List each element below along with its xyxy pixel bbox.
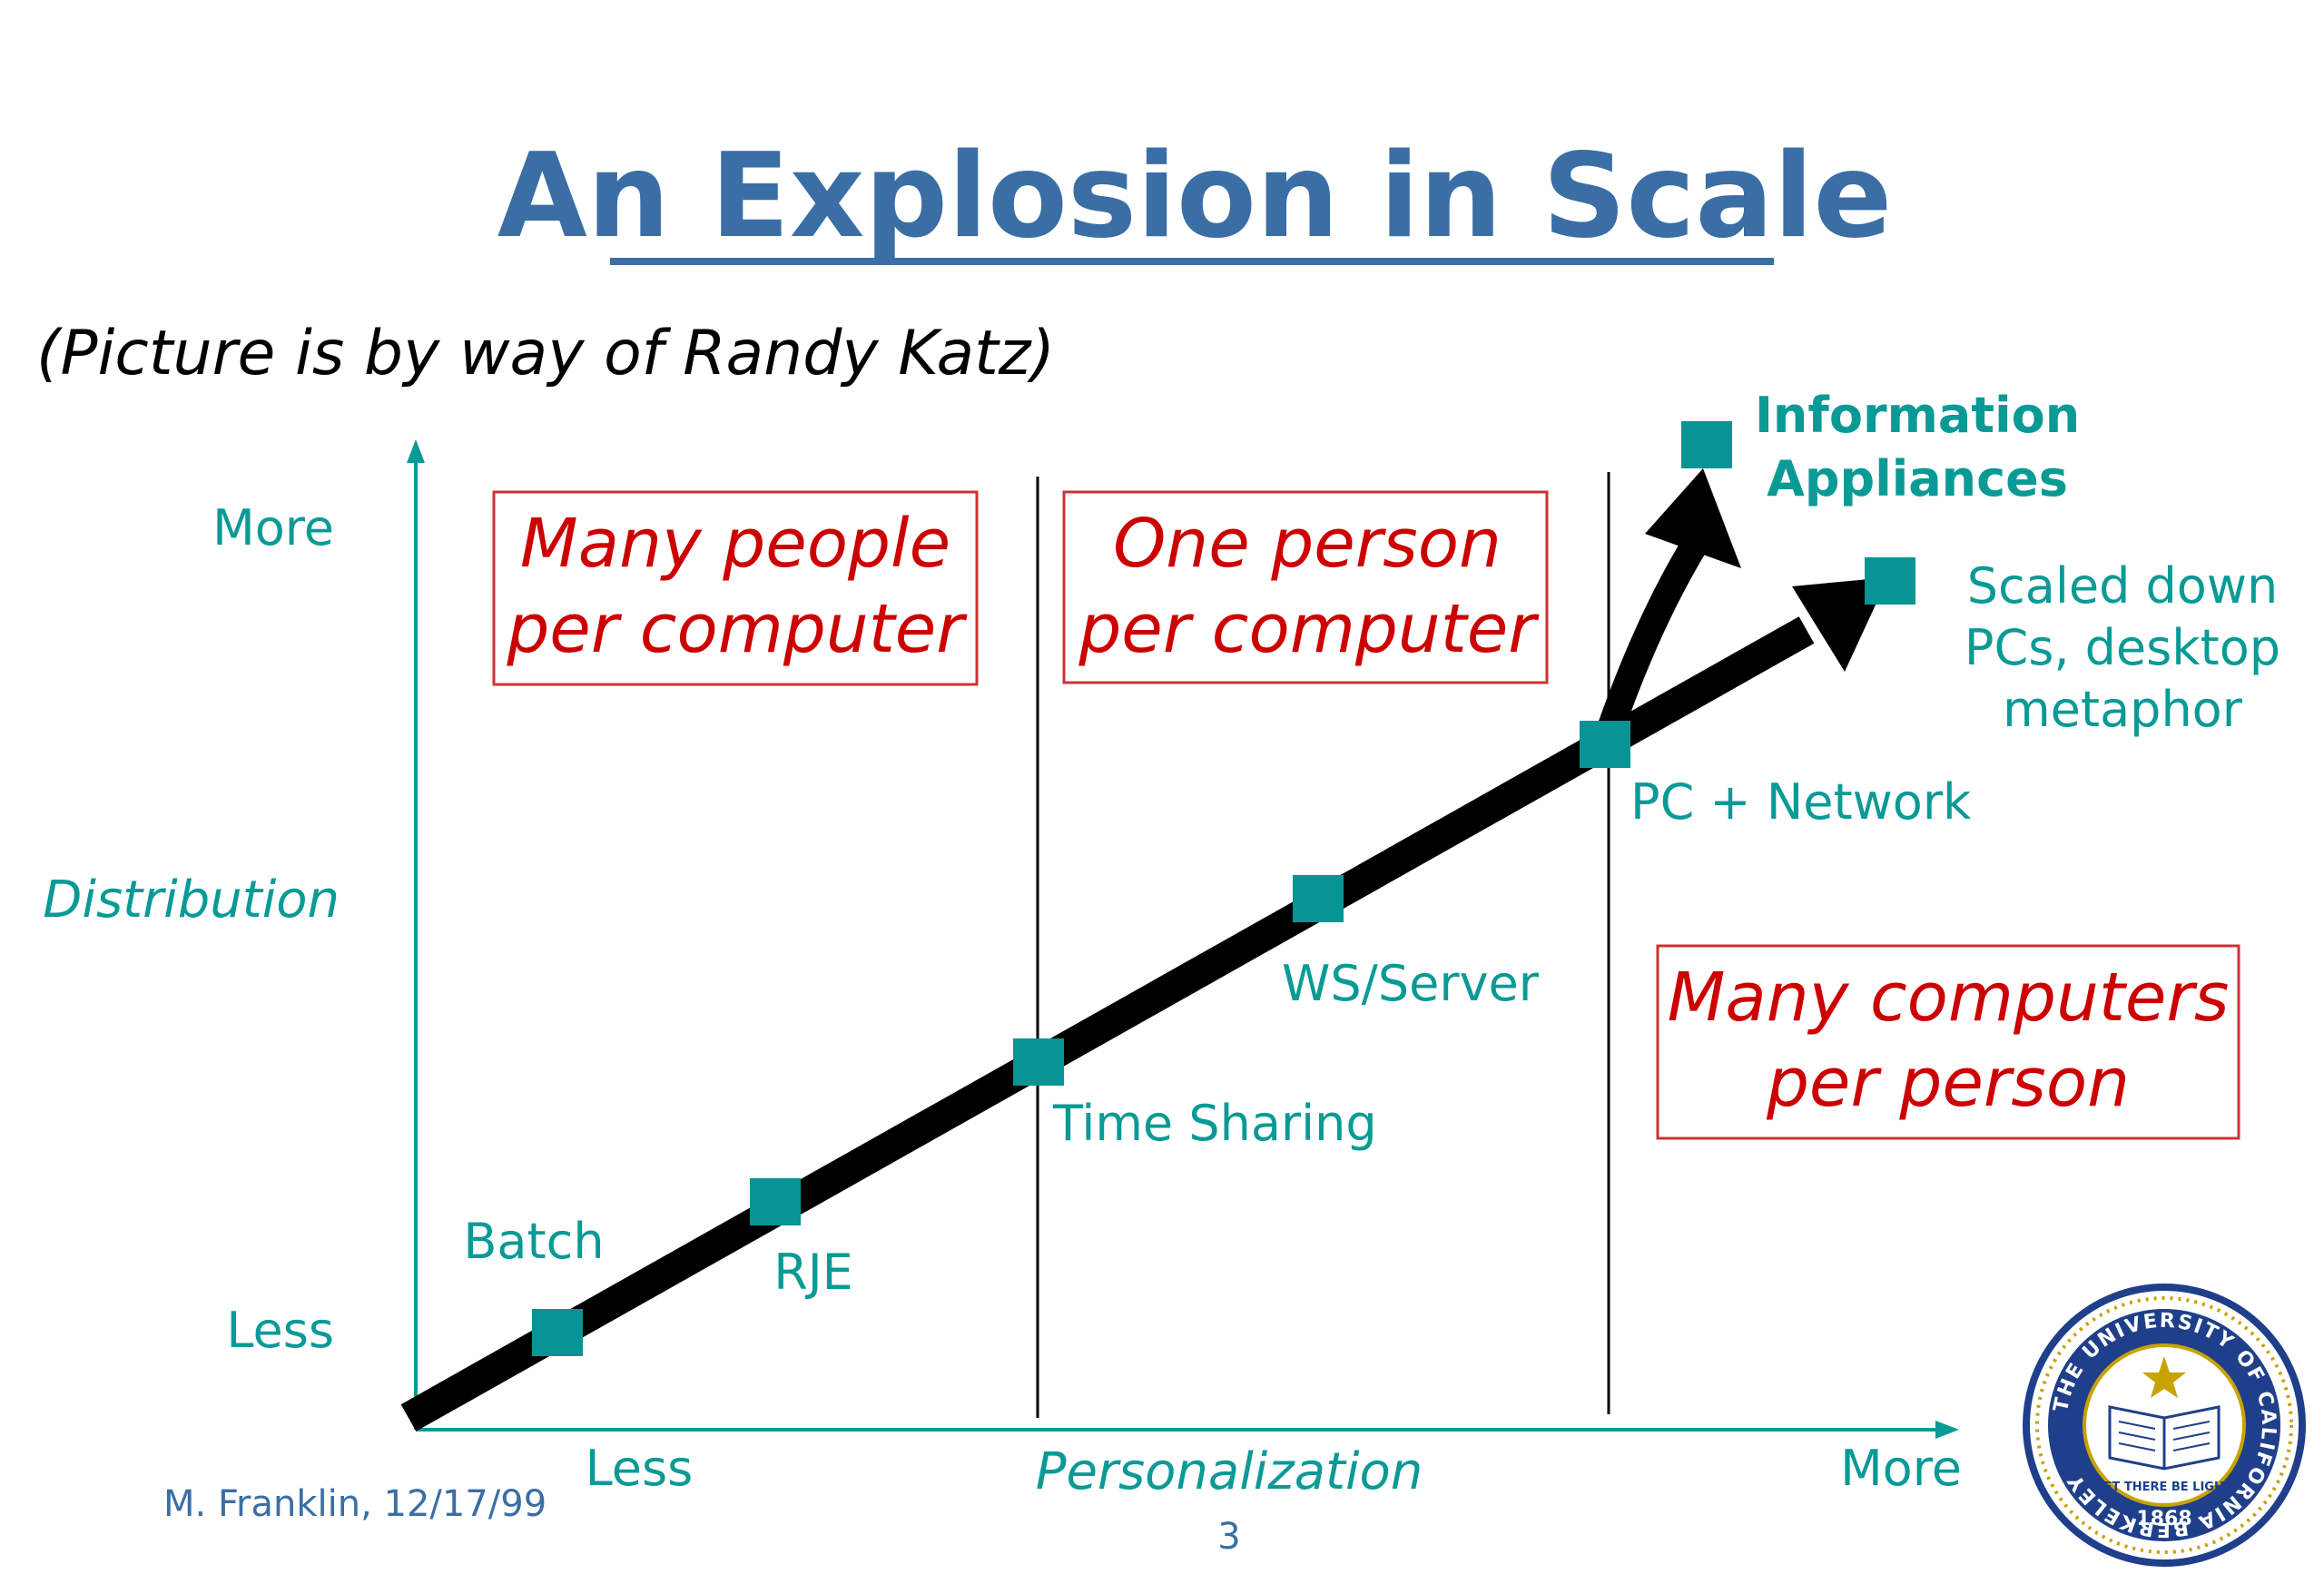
x-axis-arrowhead [1935, 1421, 1959, 1439]
label-ws-server: WS/Server [1282, 955, 1540, 1012]
y-axis-label: Distribution [43, 871, 340, 930]
branch-arrow-shaft [1591, 536, 1708, 749]
marker-rje [750, 1178, 801, 1225]
label-scaled-down-line1: Scaled down [1967, 557, 2278, 615]
box-many-computers [1656, 944, 2240, 1140]
marker-scaled-down [1865, 557, 1915, 605]
page-title: An Explosion in Scale [497, 129, 1893, 264]
seal-star-icon [2142, 1356, 2186, 1398]
label-information-appliances-line1: Information [1755, 387, 2080, 444]
label-pc-network: PC + Network [1630, 773, 1972, 831]
x-more-label: More [1840, 1440, 1962, 1497]
y-axis-arrowhead [407, 439, 425, 463]
box-many-computers-line2: per person [1766, 1044, 2130, 1122]
title-underline [610, 258, 1774, 265]
seal-motto: LET THERE BE LIGHT [2096, 1481, 2232, 1494]
university-seal: THE UNIVERSITY OF CALIFORNIA BERKELEY LE… [2023, 1284, 2306, 1567]
subtitle: (Picture is by way of Randy Katz) [36, 318, 1055, 389]
marker-time-sharing [1013, 1038, 1064, 1086]
x-axis-label: Personalization [1036, 1442, 1423, 1501]
label-time-sharing: Time Sharing [1052, 1095, 1377, 1152]
label-scaled-down-line2: PCs, desktop [1965, 619, 2280, 676]
growth-arrow-head [1792, 577, 1888, 672]
label-batch: Batch [463, 1213, 604, 1270]
growth-arrow-shaft [400, 616, 1815, 1432]
box-many-people [492, 490, 979, 686]
marker-pc-network [1580, 721, 1630, 768]
marker-information-appliances [1681, 421, 1732, 468]
label-rje: RJE [773, 1244, 853, 1301]
box-one-person-line2: per computer [1078, 590, 1540, 668]
label-information-appliances-line2: Appliances [1767, 450, 2068, 507]
y-less-label: Less [226, 1302, 334, 1359]
x-less-label: Less [586, 1440, 694, 1497]
label-scaled-down-line3: metaphor [2003, 681, 2243, 738]
marker-batch [532, 1309, 583, 1356]
box-one-person-line1: One person [1113, 505, 1502, 583]
seal-year: 1868 [2136, 1508, 2191, 1530]
branch-arrow-head [1645, 468, 1741, 568]
y-more-label: More [212, 499, 334, 556]
marker-ws-server [1293, 875, 1344, 922]
footer-author: M. Franklin, 12/17/99 [163, 1483, 547, 1525]
box-one-person [1062, 490, 1549, 684]
page-number: 3 [1217, 1516, 1240, 1558]
box-many-people-line1: Many people [520, 505, 950, 583]
box-many-people-line2: per computer [506, 590, 968, 668]
box-many-computers-line1: Many computers [1668, 959, 2230, 1037]
